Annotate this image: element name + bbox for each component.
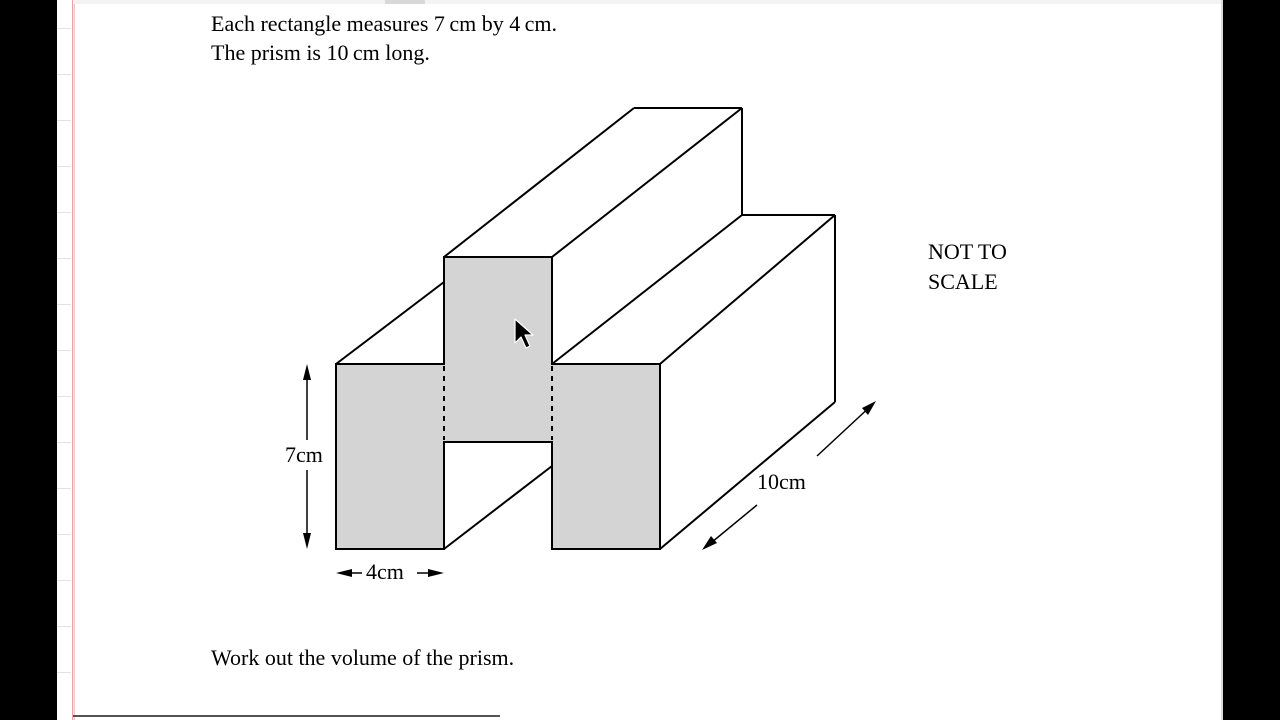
scroll-marker xyxy=(385,0,425,4)
edge-left-top xyxy=(335,281,445,365)
gutter-tick xyxy=(57,396,71,397)
arrowhead-up-right xyxy=(862,401,876,415)
dashed-dividers xyxy=(443,366,553,440)
top-strip xyxy=(73,0,1223,4)
edge-right-top-left xyxy=(551,214,743,365)
gutter-tick xyxy=(57,212,71,213)
arrowhead-down-left xyxy=(702,536,717,550)
statement-length: The prism is 10 cm long. xyxy=(211,40,430,65)
gutter-tick xyxy=(57,534,71,535)
gutter-tick xyxy=(57,120,71,121)
gutter-tick xyxy=(57,304,71,305)
length-arrow-lower xyxy=(705,504,758,548)
height-label: 7cm xyxy=(285,442,323,467)
length-label: 10cm xyxy=(757,469,806,494)
document-page[interactable]: Each rectangle measures 7 cm by 4 cm. Th… xyxy=(57,0,1223,720)
bottom-rule xyxy=(73,715,500,717)
arrowhead-up xyxy=(303,364,311,380)
prism-front-face xyxy=(335,256,661,550)
arrowhead-left xyxy=(336,569,352,577)
prism-edges xyxy=(335,107,836,550)
gutter-tick xyxy=(57,258,71,259)
gutter-tick xyxy=(57,28,71,29)
edge-right-top-right xyxy=(659,214,836,365)
statement-dimensions: Each rectangle measures 7 cm by 4 cm. xyxy=(211,11,557,36)
length-dimension xyxy=(702,401,876,550)
edge-right-bottom xyxy=(659,401,836,550)
edge-tunnel-bottom xyxy=(443,465,553,550)
edge-middle-top-right xyxy=(551,107,743,258)
height-dimension xyxy=(303,364,311,549)
gutter-tick xyxy=(57,442,71,443)
gutter-tick xyxy=(57,166,71,167)
gutter-tick xyxy=(57,626,71,627)
page-right-edge xyxy=(1221,0,1223,720)
edge-middle-top-left xyxy=(443,107,635,258)
gutter-tick xyxy=(57,488,71,489)
note-line-2: SCALE xyxy=(928,269,998,294)
question-text: Work out the volume of the prism. xyxy=(211,645,515,670)
mouse-pointer-icon xyxy=(514,318,534,349)
margin-line xyxy=(72,0,73,720)
margin-line xyxy=(74,0,75,720)
arrowhead-right xyxy=(428,569,444,577)
note-line-1: NOT TO xyxy=(928,239,1007,264)
length-arrow-upper xyxy=(816,403,874,457)
page-gutter xyxy=(57,0,74,720)
arrowhead-down xyxy=(303,533,311,549)
width-label: 4cm xyxy=(366,559,404,584)
not-to-scale-note: NOT TO SCALE xyxy=(928,237,1007,297)
gutter-tick xyxy=(57,672,71,673)
gutter-tick xyxy=(57,580,71,581)
gutter-tick xyxy=(57,350,71,351)
gutter-tick xyxy=(57,74,71,75)
width-dimension xyxy=(336,569,444,577)
prism-diagram: 7cm 4cm 10cm xyxy=(285,107,876,584)
